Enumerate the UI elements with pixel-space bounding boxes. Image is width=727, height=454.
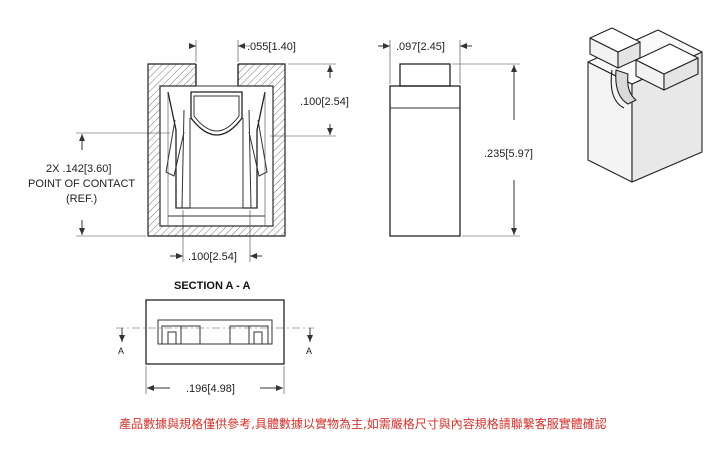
section-dimensions: .196[4.98] xyxy=(145,366,285,395)
section-marker-right: A xyxy=(306,346,312,356)
front-section-view xyxy=(147,60,286,237)
dim-contact-depth: .100[2.54] xyxy=(300,96,349,108)
dim-thickness: .097[2.45] xyxy=(396,41,445,53)
dim-contact-point-line2: POINT OF CONTACT xyxy=(28,178,135,190)
dim-contact-point-line1: 2X .142[3.60] xyxy=(46,163,111,175)
side-dimensions: .097[2.45] .235[5.97] xyxy=(378,40,533,237)
section-marker-left: A xyxy=(118,346,124,356)
isometric-view xyxy=(587,27,703,183)
dim-contact-point-line3: (REF.) xyxy=(66,193,97,205)
dim-pitch: .100[2.54] xyxy=(188,251,237,263)
footnote-text: 產品數據與規格僅供參考,具體數據以實物為主,如需嚴格尺寸與內容規格請聯繫客服實體… xyxy=(119,416,607,431)
dim-section-length: .196[4.98] xyxy=(186,383,235,395)
section-view: A A xyxy=(116,299,314,365)
side-view xyxy=(389,63,461,237)
dim-slot-width: .055[1.40] xyxy=(247,41,296,53)
housing-hatch xyxy=(147,63,286,237)
dim-height: .235[5.97] xyxy=(484,148,533,160)
section-title: SECTION A - A xyxy=(174,280,250,292)
front-dimensions: .055[1.40] .100[2.54] 2X .142[3.60] POIN… xyxy=(28,40,349,263)
contact-body xyxy=(190,91,243,136)
